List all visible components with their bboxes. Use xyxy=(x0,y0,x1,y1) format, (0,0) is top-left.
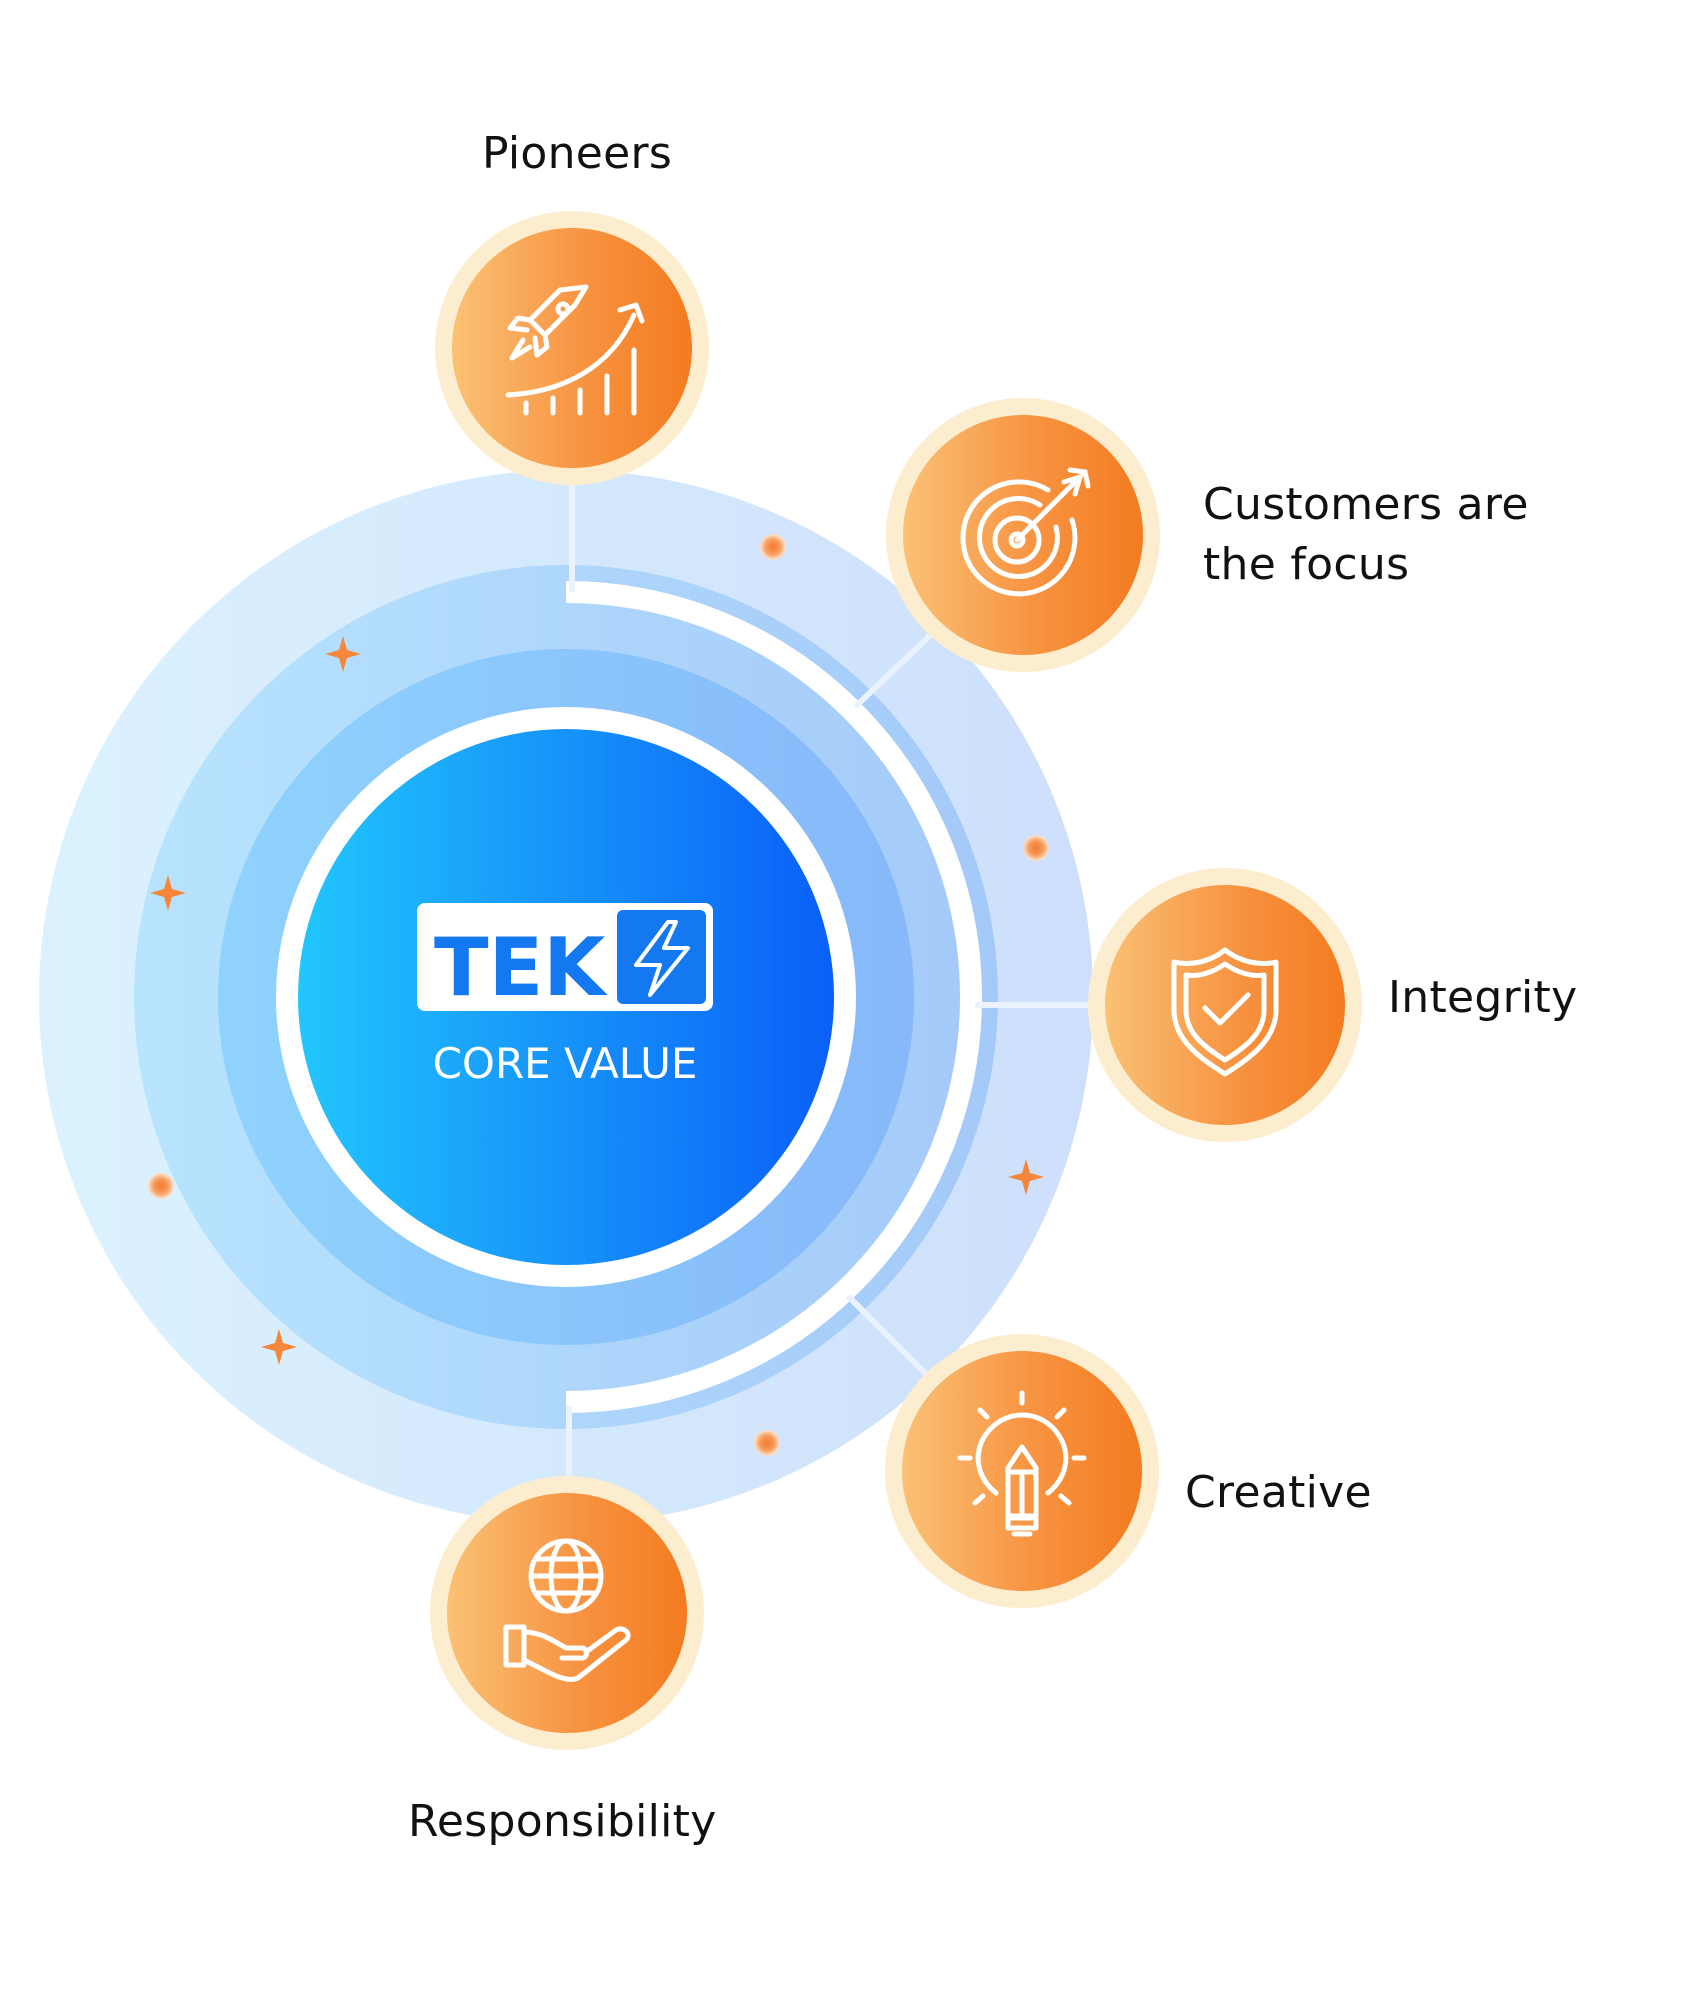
rocket-growth-icon xyxy=(505,284,645,416)
white-half-arc xyxy=(565,581,982,1413)
badge-responsibility xyxy=(430,1476,704,1750)
badge-integrity xyxy=(1088,868,1362,1142)
lightbulb-pencil-icon xyxy=(957,1390,1087,1537)
connector-creative xyxy=(845,1293,935,1383)
tek-logo-text: TEK xyxy=(434,921,608,1014)
core-value-title: CORE VALUE xyxy=(433,1039,698,1088)
sparkle-icon xyxy=(1008,1159,1044,1195)
label-integrity: Integrity xyxy=(1388,972,1578,1023)
label-responsibility: Responsibility xyxy=(408,1796,717,1847)
label-pioneers: Pioneers xyxy=(482,128,673,179)
badge-customers xyxy=(886,398,1160,672)
sparkle-icon xyxy=(150,875,186,911)
sparkle-icon xyxy=(261,1329,297,1365)
decor-dot xyxy=(760,534,786,560)
lightning-icon xyxy=(634,920,690,997)
badge-pioneers xyxy=(435,211,709,485)
decor-dot xyxy=(754,1430,780,1456)
shield-check-icon xyxy=(1171,947,1279,1077)
connectors xyxy=(566,470,1098,1492)
sparkle-icon xyxy=(325,636,361,672)
decor-sparkles xyxy=(150,636,1044,1365)
label-customers-line1: Customers are xyxy=(1203,479,1529,530)
decor-dots xyxy=(148,534,1049,1456)
decor-dot xyxy=(148,1173,174,1199)
decor-dot xyxy=(1023,835,1049,861)
tek-logo: TEK xyxy=(417,903,713,1014)
badge-creative xyxy=(885,1334,1159,1608)
target-arrow-icon xyxy=(960,467,1091,597)
label-creative: Creative xyxy=(1185,1467,1372,1518)
connector-customers xyxy=(852,625,941,710)
label-customers-line2: the focus xyxy=(1203,539,1410,590)
globe-hand-icon xyxy=(503,1538,631,1682)
